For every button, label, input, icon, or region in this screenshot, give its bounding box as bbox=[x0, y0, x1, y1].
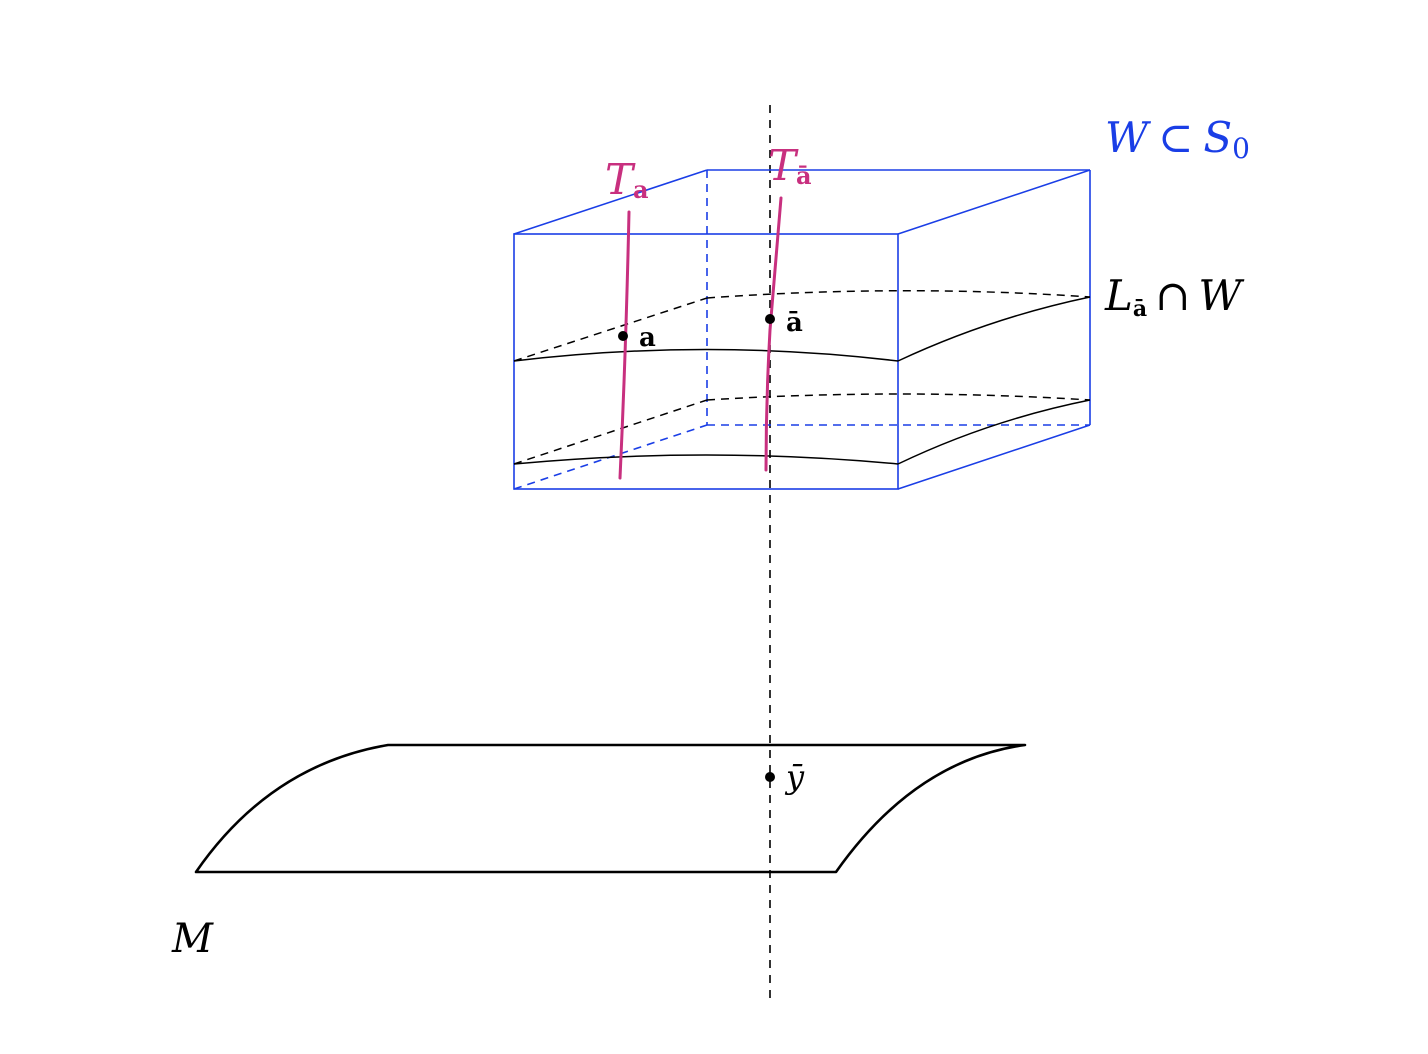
leaf-w: W bbox=[1198, 271, 1245, 320]
manifold-m-outline bbox=[194, 743, 1027, 874]
label-manifold-m: M bbox=[171, 916, 214, 962]
box-top-right-edge bbox=[897, 169, 1091, 235]
transversal-a-curve bbox=[618, 210, 631, 480]
label-s-subscript: 0 bbox=[1232, 132, 1250, 165]
transversal-a-subscript: a bbox=[633, 175, 649, 204]
leaf-lower-front bbox=[513, 454, 899, 465]
transversal-abar-subscript: ā bbox=[796, 161, 812, 190]
leaf-lower bbox=[513, 393, 1091, 465]
label-point-abar: ā bbox=[786, 308, 803, 338]
leaf-l-subscript: ā bbox=[1133, 296, 1147, 322]
label-w-subset-s0: W⊂S0 bbox=[1105, 113, 1250, 165]
label-transversal-a: Ta bbox=[605, 155, 649, 204]
leaf-upper-front bbox=[513, 348, 899, 362]
point-ybar-dot bbox=[765, 772, 775, 782]
transversal-abar-curve bbox=[764, 196, 783, 472]
label-subset: ⊂ bbox=[1158, 113, 1193, 162]
leaf-lower-right bbox=[897, 399, 1091, 465]
point-abar-dot bbox=[765, 314, 775, 324]
box-bottom-right-edge bbox=[897, 424, 1091, 490]
transversal-abar-t: T bbox=[768, 141, 799, 190]
box-front-face bbox=[513, 233, 899, 490]
label-point-a: a bbox=[639, 323, 656, 353]
box-top-left-edge bbox=[513, 169, 708, 235]
leaf-l: L bbox=[1104, 271, 1133, 320]
transversal-a-t: T bbox=[605, 155, 636, 204]
label-w: W bbox=[1105, 113, 1152, 162]
leaf-lower-back-left bbox=[513, 399, 708, 465]
leaf-upper-back-left bbox=[513, 297, 708, 362]
point-a-dot bbox=[618, 331, 628, 341]
leaf-upper bbox=[513, 290, 1091, 362]
label-transversal-abar: Tā bbox=[768, 141, 812, 190]
label-s: S bbox=[1203, 113, 1232, 162]
box-w bbox=[513, 169, 1091, 490]
label-point-ybar: ȳ bbox=[784, 758, 805, 796]
leaf-cap: ∩ bbox=[1155, 271, 1190, 320]
leaf-upper-right bbox=[897, 296, 1091, 362]
label-leaf-intersection: Lā ∩W bbox=[1104, 271, 1245, 322]
